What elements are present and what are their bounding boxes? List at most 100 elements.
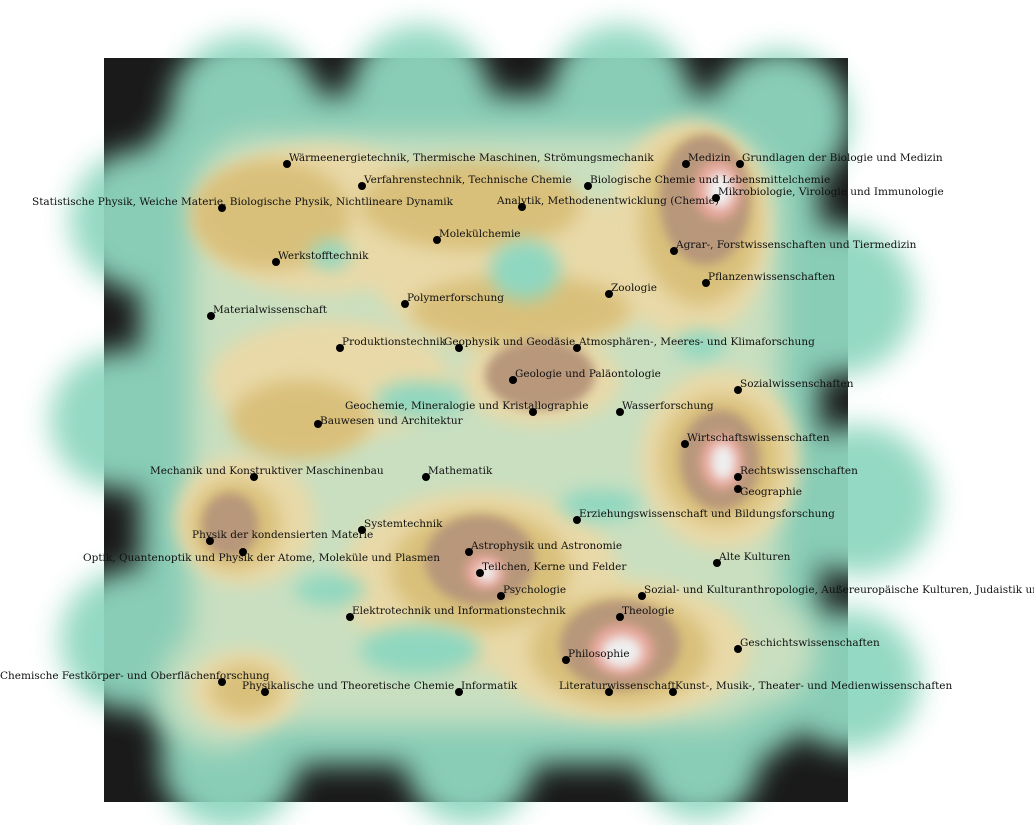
topic-marker[interactable] — [638, 592, 646, 600]
topic-marker[interactable] — [433, 236, 441, 244]
topic-marker[interactable] — [529, 408, 537, 416]
topic-marker[interactable] — [616, 613, 624, 621]
topic-marker[interactable] — [702, 279, 710, 287]
topic-marker[interactable] — [455, 344, 463, 352]
topic-marker[interactable] — [476, 569, 484, 577]
topic-label-17[interactable]: Atmosphären-, Meeres- und Klimaforschung — [573, 336, 815, 352]
topic-marker[interactable] — [734, 485, 742, 493]
topic-label-45[interactable]: Kunst-, Musik-, Theater- und Medienwisse… — [669, 680, 953, 696]
topic-label-26[interactable]: Rechtswissenschaften — [734, 465, 858, 481]
topic-marker[interactable] — [455, 688, 463, 696]
topic-marker[interactable] — [401, 300, 409, 308]
topic-label: Optik, Quantenoptik und Physik der Atome… — [83, 552, 440, 564]
topic-label-15[interactable]: Produktionstechnik — [336, 336, 446, 352]
topic-label-31[interactable]: Astrophysik und Astronomie — [465, 540, 622, 556]
topic-marker[interactable] — [218, 204, 226, 212]
topic-marker[interactable] — [605, 290, 613, 298]
topic-label-25[interactable]: Mathematik — [422, 465, 493, 481]
topic-label: Biologische Chemie und Lebensmittelchemi… — [590, 174, 830, 186]
topic-marker[interactable] — [712, 194, 720, 202]
topic-marker[interactable] — [218, 678, 226, 686]
topic-marker[interactable] — [518, 203, 526, 211]
topic-marker[interactable] — [584, 182, 592, 190]
topic-label: Geographie — [740, 486, 802, 498]
topic-label-29[interactable]: Systemtechnik — [358, 518, 443, 534]
topic-label-23[interactable]: Wirtschaftswissenschaften — [681, 432, 830, 448]
topic-label-39[interactable]: Geschichtswissenschaften — [734, 637, 880, 653]
topic-label-14[interactable]: Materialwissenschaft — [207, 304, 328, 320]
topic-marker[interactable] — [681, 440, 689, 448]
topic-label-4[interactable]: Biologische Chemie und Lebensmittelchemi… — [584, 174, 830, 190]
topic-marker[interactable] — [573, 516, 581, 524]
topic-label-41[interactable]: Chemische Festkörper- und Oberflächenfor… — [0, 670, 270, 686]
topic-marker[interactable] — [358, 526, 366, 534]
topic-label-3[interactable]: Verfahrenstechnik, Technische Chemie — [358, 174, 572, 190]
topic-label-37[interactable]: Theologie — [616, 605, 674, 621]
topic-label-38[interactable]: Elektrotechnik und Informationstechnik — [346, 605, 566, 621]
topic-label-6[interactable]: Analytik, Methodenentwicklung (Chemie) — [496, 195, 719, 211]
topic-marker[interactable] — [509, 376, 517, 384]
topic-marker[interactable] — [358, 182, 366, 190]
topic-label-21[interactable]: Wasserforschung — [616, 400, 714, 416]
topic-label-28[interactable]: Erziehungswissenschaft und Bildungsforsc… — [573, 508, 835, 524]
topic-label-10[interactable]: Werkstofftechnik — [272, 250, 369, 266]
topic-marker[interactable] — [573, 344, 581, 352]
topic-label-43[interactable]: Informatik — [455, 680, 518, 696]
topic-label-44[interactable]: Literaturwissenschaft — [559, 680, 676, 696]
topic-label: Kunst-, Musik-, Theater- und Medienwisse… — [675, 680, 953, 692]
topic-marker[interactable] — [713, 559, 721, 567]
topic-marker[interactable] — [736, 160, 744, 168]
topic-label-5[interactable]: Statistische Physik, Weiche Materie, Bio… — [32, 196, 454, 212]
topic-label-35[interactable]: Psychologie — [497, 584, 566, 600]
topic-label-42[interactable]: Physikalische und Theoretische Chemie — [242, 680, 454, 696]
topic-marker[interactable] — [734, 645, 742, 653]
topic-marker[interactable] — [497, 592, 505, 600]
topic-label: Physik der kondensierten Materie — [192, 529, 373, 541]
topic-marker[interactable] — [422, 473, 430, 481]
topic-marker[interactable] — [261, 688, 269, 696]
topic-label: Grundlagen der Biologie und Medizin — [742, 152, 943, 164]
topic-label-40[interactable]: Philosophie — [562, 648, 630, 664]
topic-label-13[interactable]: Polymerforschung — [401, 292, 504, 308]
topic-label-19[interactable]: Sozialwissenschaften — [734, 378, 854, 394]
topic-marker[interactable] — [283, 160, 291, 168]
topic-label-18[interactable]: Geologie und Paläontologie — [509, 368, 661, 384]
topic-label-33[interactable]: Alte Kulturen — [713, 551, 791, 567]
topic-marker[interactable] — [272, 258, 280, 266]
topic-marker[interactable] — [207, 312, 215, 320]
topic-label-0[interactable]: Wärmeenergietechnik, Thermische Maschine… — [283, 152, 654, 168]
topic-label-11[interactable]: Pflanzenwissenschaften — [702, 271, 835, 287]
topic-label-32[interactable]: Optik, Quantenoptik und Physik der Atome… — [83, 548, 440, 564]
topic-label-8[interactable]: Molekülchemie — [433, 228, 521, 244]
topic-label-24[interactable]: Mechanik und Konstruktiver Maschinenbau — [150, 465, 384, 481]
topic-marker[interactable] — [206, 537, 214, 545]
topic-marker[interactable] — [346, 613, 354, 621]
topic-marker[interactable] — [734, 473, 742, 481]
topic-marker[interactable] — [562, 656, 570, 664]
topic-label-34[interactable]: Teilchen, Kerne und Felder — [476, 561, 627, 577]
topic-marker[interactable] — [250, 473, 258, 481]
topic-label: Mathematik — [428, 465, 493, 477]
topic-label-20[interactable]: Geochemie, Mineralogie und Kristallograp… — [345, 400, 588, 416]
topic-label-27[interactable]: Geographie — [734, 485, 802, 498]
topic-label-9[interactable]: Agrar-, Forstwissenschaften und Tiermedi… — [670, 239, 917, 255]
topic-label-22[interactable]: Bauwesen und Architektur — [314, 415, 464, 428]
topic-label-12[interactable]: Zoologie — [605, 282, 657, 298]
topic-marker[interactable] — [239, 548, 247, 556]
topic-marker[interactable] — [616, 408, 624, 416]
topic-marker[interactable] — [465, 548, 473, 556]
topic-marker[interactable] — [669, 688, 677, 696]
topic-label: Mechanik und Konstruktiver Maschinenbau — [150, 465, 384, 477]
topic-label-36[interactable]: Sozial- und Kulturanthropologie, Außereu… — [638, 584, 1034, 600]
topic-marker[interactable] — [734, 386, 742, 394]
topic-marker[interactable] — [605, 688, 613, 696]
topic-marker[interactable] — [682, 160, 690, 168]
topic-label-2[interactable]: Grundlagen der Biologie und Medizin — [736, 152, 943, 168]
topic-marker[interactable] — [336, 344, 344, 352]
topic-marker[interactable] — [670, 247, 678, 255]
topic-label-16[interactable]: Geophysik und Geodäsie — [444, 336, 575, 352]
topic-marker[interactable] — [314, 420, 322, 428]
topic-label-1[interactable]: Medizin — [682, 152, 731, 168]
topic-label-7[interactable]: Mikrobiologie, Virologie und Immunologie — [712, 186, 944, 202]
topic-label-30[interactable]: Physik der kondensierten Materie — [192, 529, 373, 545]
